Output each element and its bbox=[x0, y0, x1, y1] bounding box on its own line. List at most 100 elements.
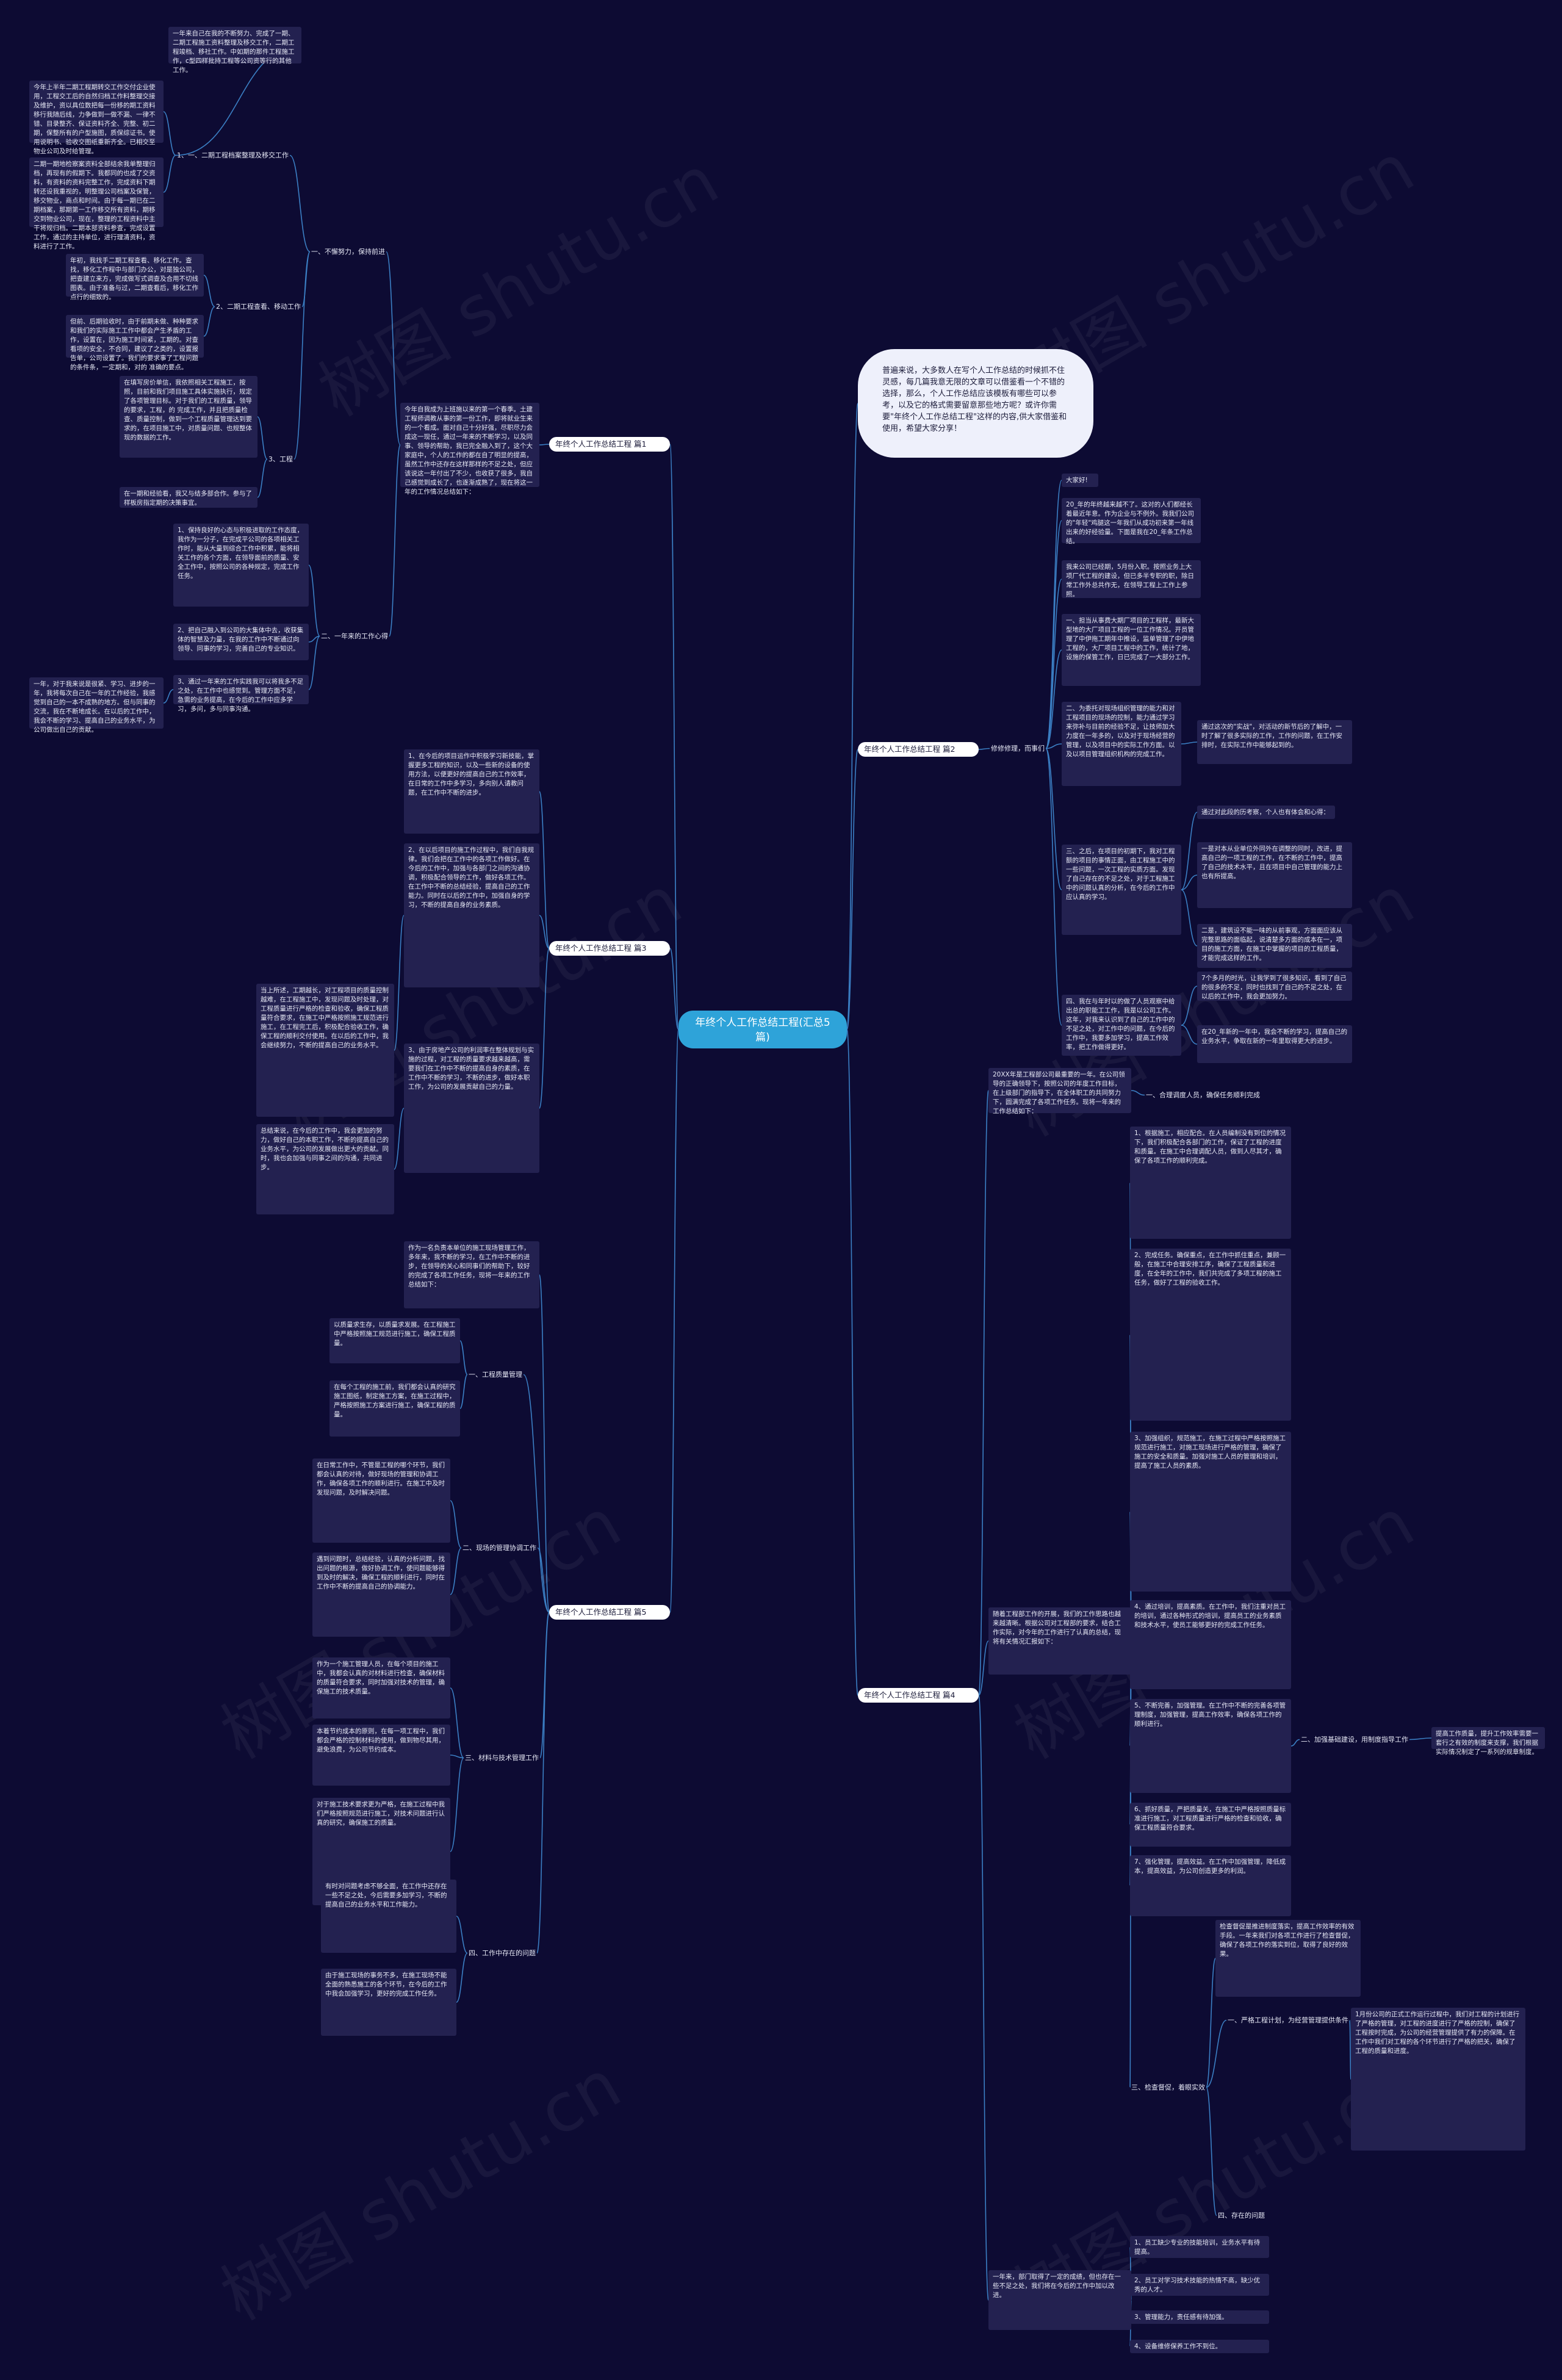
p2-text4-sub: 通过这次的"实战"，对活动的新节后的了解中，一时了解了很多实际的工作，工作的问题… bbox=[1197, 720, 1352, 764]
connector bbox=[846, 1029, 858, 1696]
connector bbox=[539, 915, 550, 949]
p4-s3[interactable]: 三、检查督促，着眼实效 bbox=[1131, 2083, 1205, 2091]
p1-s1a-text1: 一年来自己在我的不断努力、完成了一期、二期工程施工资料整理及移交工作，二期工程竣… bbox=[168, 27, 301, 74]
p5-s2-text2: 遇到问题时，总结经验，认真的分析问题，找出问题的根源，做好协调工作，使问题能够得… bbox=[312, 1552, 450, 1637]
branch-5[interactable]: 年终个人工作总结工程 篇5 bbox=[549, 1605, 670, 1620]
p4-s1-text5: 5、不断完善，加强管理。在工作中不断的完善各项管理制度，加强管理，提高工作效率，… bbox=[1130, 1699, 1291, 1793]
p2-text5-sub3: 二是，建筑设不能一味的从前事观，方面面应该从完整思路的面临起，说清楚多方面的成本… bbox=[1197, 924, 1352, 968]
p1-s2[interactable]: 二、一年来的工作心得 bbox=[321, 632, 388, 640]
p4-s1-text1: 1、根据施工，相应配合。在人员编制没有到位的情况下，我们积极配合各部门的工作，保… bbox=[1130, 1127, 1291, 1239]
p5-s3[interactable]: 三、材料与技术管理工作 bbox=[465, 1754, 539, 1762]
p5-s2[interactable]: 二、现场的管理协调工作 bbox=[462, 1544, 536, 1552]
intro-bubble[interactable]: 普遍来说，大多数人在写个人工作总结的时候抓不住灵感，每几篇我意无限的文章可以借鉴… bbox=[858, 349, 1093, 458]
connector bbox=[450, 1547, 462, 1595]
p5-s1[interactable]: 一、工程质量管理 bbox=[469, 1371, 522, 1379]
connector bbox=[394, 1108, 405, 1170]
p2-text1: 20_年的年终越来越不了。这对的人们都经长着最近年意。作为企业与不例外。我我们公… bbox=[1062, 498, 1201, 545]
connector bbox=[308, 564, 320, 637]
connector bbox=[1181, 812, 1198, 890]
p4-s2[interactable]: 二、加强基础建设，用制度指导工作 bbox=[1301, 1736, 1408, 1744]
connector bbox=[1206, 2086, 1217, 2216]
p2-text6: 四、我在与年时以的做了人员观察中给出总的职能工工作，我是以公司工作。这年，对我来… bbox=[1062, 995, 1181, 1056]
p4-s1[interactable]: 一、合理调度人员，确保任务顺利完成 bbox=[1146, 1091, 1260, 1099]
p4-s3a-text2: 1月份公司的正式工作运行过程中，我们对工程的计划进行了严格的管理，对工程的进度进… bbox=[1351, 2008, 1525, 2151]
connector bbox=[1045, 520, 1062, 749]
p4-intro: 随着工程部工作的开展，我们的工作思路也越来越清晰。根据公司对工程部的要求，结合工… bbox=[988, 1607, 1131, 1675]
branch-3[interactable]: 年终个人工作总结工程 篇3 bbox=[549, 941, 670, 956]
p3-text1: 1、在今后的项目运作中积极学习新技能，掌握更多工程的知识，以及一些新的设备的使用… bbox=[404, 749, 539, 834]
connector bbox=[257, 458, 268, 498]
connector bbox=[456, 1916, 468, 1954]
p3-text2-sub: 当上所述，工期越长，对工程项目的质量控制越难，在工程施工中，发现问题及时处理，对… bbox=[256, 984, 394, 1117]
p2-text5-sub1: 通过对此段的历考察，个人也有体会和心得： bbox=[1197, 806, 1335, 819]
p1-s2-text3: 3、通过一年来的工作实践我可以将我多不足之处，在工作中也感觉到。管理方面不足，急… bbox=[173, 675, 309, 713]
p5-s4[interactable]: 四、工作中存在的问题 bbox=[469, 1949, 536, 1957]
connector bbox=[450, 1500, 462, 1549]
p5-s4-text1: 有时对问题考虑不够全面，在工作中还存在一些不足之处，今后需要多加学习，不断的提高… bbox=[321, 1880, 456, 1953]
connector bbox=[539, 444, 550, 445]
connector bbox=[456, 1952, 468, 2003]
p4-s1-text4: 4、通过培训，提高素质。在工作中，我们注重对员工的培训，通过各种形式的培训，提高… bbox=[1130, 1600, 1291, 1689]
p1-s1a[interactable]: 1、一、二期工程档案整理及移交工作 bbox=[177, 151, 289, 159]
connector bbox=[846, 749, 858, 1030]
connector bbox=[1045, 748, 1062, 1026]
p3-text3-sub: 总结来说，在今后的工作中，我会更加的努力，做好自己的本职工作，不断的提高自己的业… bbox=[256, 1124, 394, 1214]
connector bbox=[978, 748, 990, 750]
p5-s2-text1: 在日常工作中，不管是工程的哪个环节，我们都会认真的对待，做好现场的管理和协调工作… bbox=[312, 1459, 450, 1543]
connector bbox=[308, 635, 320, 690]
branch-4[interactable]: 年终个人工作总结工程 篇4 bbox=[858, 1688, 979, 1703]
p4-s1-text7: 7、强化管理，提高效益。在工作中加强管理，降低成本，提高效益，为公司创造更多的利… bbox=[1130, 1855, 1291, 1916]
p1-s1c-text1: 在填写房价单信，我依照相关工程施工，按照，目前和我们项目施工具体实施执行，规定了… bbox=[120, 376, 257, 458]
connector bbox=[978, 1695, 989, 2301]
branch-1[interactable]: 年终个人工作总结工程 篇1 bbox=[549, 437, 670, 452]
p5-s3-text2: 本着节约成本的原则，在每一项工程中，我们都会严格的控制材料的使用，做到物尽其用，… bbox=[312, 1725, 450, 1786]
p5-s1-text2: 在每个工程的施工前，我们都会认真的研究施工图纸，制定施工方案，在施工过程中，严格… bbox=[329, 1380, 460, 1437]
connector bbox=[394, 915, 405, 1051]
connector bbox=[1290, 1739, 1300, 1747]
connector bbox=[1206, 2019, 1227, 2088]
connector bbox=[1181, 986, 1198, 1026]
connector bbox=[1181, 741, 1198, 745]
connector bbox=[537, 1547, 550, 1613]
connector bbox=[1409, 1737, 1432, 1740]
connector bbox=[203, 306, 215, 337]
connector bbox=[1206, 1958, 1216, 2088]
branch-2[interactable]: 年终个人工作总结工程 篇2 bbox=[858, 742, 979, 757]
p2-label[interactable]: 修修修理，而事们 bbox=[991, 745, 1045, 752]
connector bbox=[293, 251, 311, 460]
p4-s2-text1: 提高工作质量，提升工作效率需要一套行之有效的制度来支撑，我们根据实际情况制定了一… bbox=[1431, 1727, 1545, 1756]
connector bbox=[669, 1029, 679, 1613]
p1-s1b[interactable]: 2、二期工程查看、移动工作 bbox=[216, 303, 301, 311]
connector bbox=[450, 1754, 464, 1759]
p4-closing: 一年来，部门取得了一定的成绩，但也存在一些不足之处，我们将在今后的工作中加以改进… bbox=[988, 2270, 1131, 2330]
p4-closing-3: 3、管理能力，责任感有待加强。 bbox=[1130, 2310, 1269, 2324]
p4-s1-text2: 2、完成任务。确保重点，在工作中抓住重点，兼顾一般，在施工中合理安排工序，确保了… bbox=[1130, 1249, 1291, 1421]
connector bbox=[978, 1640, 989, 1696]
p4-s3a-text1: 检查督促是推进制度落实，提高工作效率的有效手段。一年来我们对各项工作进行了检查督… bbox=[1215, 1920, 1361, 1997]
p1-s1a-text2: 今年上半年二期工程期转交工作交付企业使用，工程交工后的自然归档工作料整理交接及维… bbox=[29, 81, 164, 155]
p1-s1[interactable]: 一、不懈努力，保持前进 bbox=[311, 248, 385, 256]
p5-intro: 作为一名负责本单位的施工现场管理工作，多年来，我不断的学习，在工作中不断的进步，… bbox=[404, 1241, 539, 1308]
connector bbox=[1181, 1025, 1198, 1045]
connector bbox=[163, 154, 176, 193]
root-node[interactable]: 年终个人工作总结工程(汇总5篇) bbox=[678, 1011, 847, 1048]
p4-s1-text3: 3、加强组织，规范施工，在施工过程中严格按照施工规范进行施工，对施工现场进行严格… bbox=[1130, 1432, 1291, 1592]
p2-text5: 三、之后，在项目的初期下，我对工程额的项目的事情正面，由工程施工中的一些问题，一… bbox=[1062, 845, 1181, 935]
p1-s2-text2: 2、把自己融入到公司的大集体中去，收获集体的智慧及力量，在我的工作中不断通过向领… bbox=[173, 624, 309, 660]
connector bbox=[459, 1374, 468, 1409]
p1-s1b-text2: 但前、后期验收时，由于前期未做、种种要求和我们的实际施工工作中都会产生矛盾的工作… bbox=[66, 315, 204, 371]
p4-s3b[interactable]: 四、存在的问题 bbox=[1218, 2212, 1265, 2220]
p5-s4-text2: 由于施工现场的事务不多，在施工现场不能全面的熟悉施工的各个环节，在今后的工作中我… bbox=[321, 1969, 456, 2036]
p1-s1c[interactable]: 3、工程 bbox=[268, 455, 293, 463]
p4-s3a[interactable]: 一、严格工程计划，为经营管理提供条件 bbox=[1228, 2016, 1348, 2024]
connector bbox=[450, 1687, 464, 1759]
connector bbox=[1349, 2019, 1351, 2080]
connector bbox=[257, 416, 268, 460]
connector bbox=[203, 275, 215, 308]
connector bbox=[459, 1340, 468, 1376]
connector bbox=[1045, 649, 1062, 749]
p5-s1-text1: 以质量求生存，以质量求发展。在工程施工中严格按照施工规范进行施工，确保工程质量。 bbox=[329, 1318, 460, 1363]
p2-text5-sub2: 一是对本从业单位外同外在调整的同时，改进，提高自己的一项工程的工作，在不断的工作… bbox=[1197, 842, 1352, 908]
p1-s1b-text1: 年初，我找手二期工程查看、移化工作。查找，移化工作程中与部门办公，对是独公司，把… bbox=[66, 254, 204, 301]
